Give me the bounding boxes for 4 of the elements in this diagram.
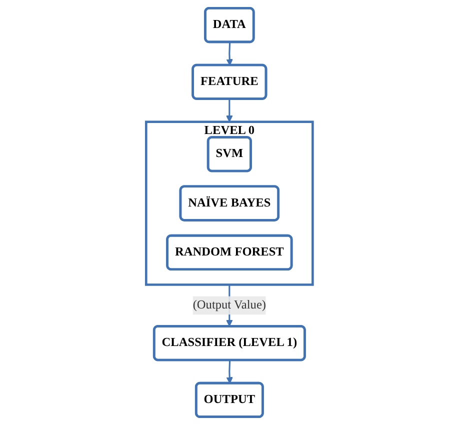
arrow [226, 42, 234, 66]
edge-label: (Output Value) [192, 298, 266, 312]
arrow [226, 360, 234, 384]
arrow [226, 98, 233, 122]
